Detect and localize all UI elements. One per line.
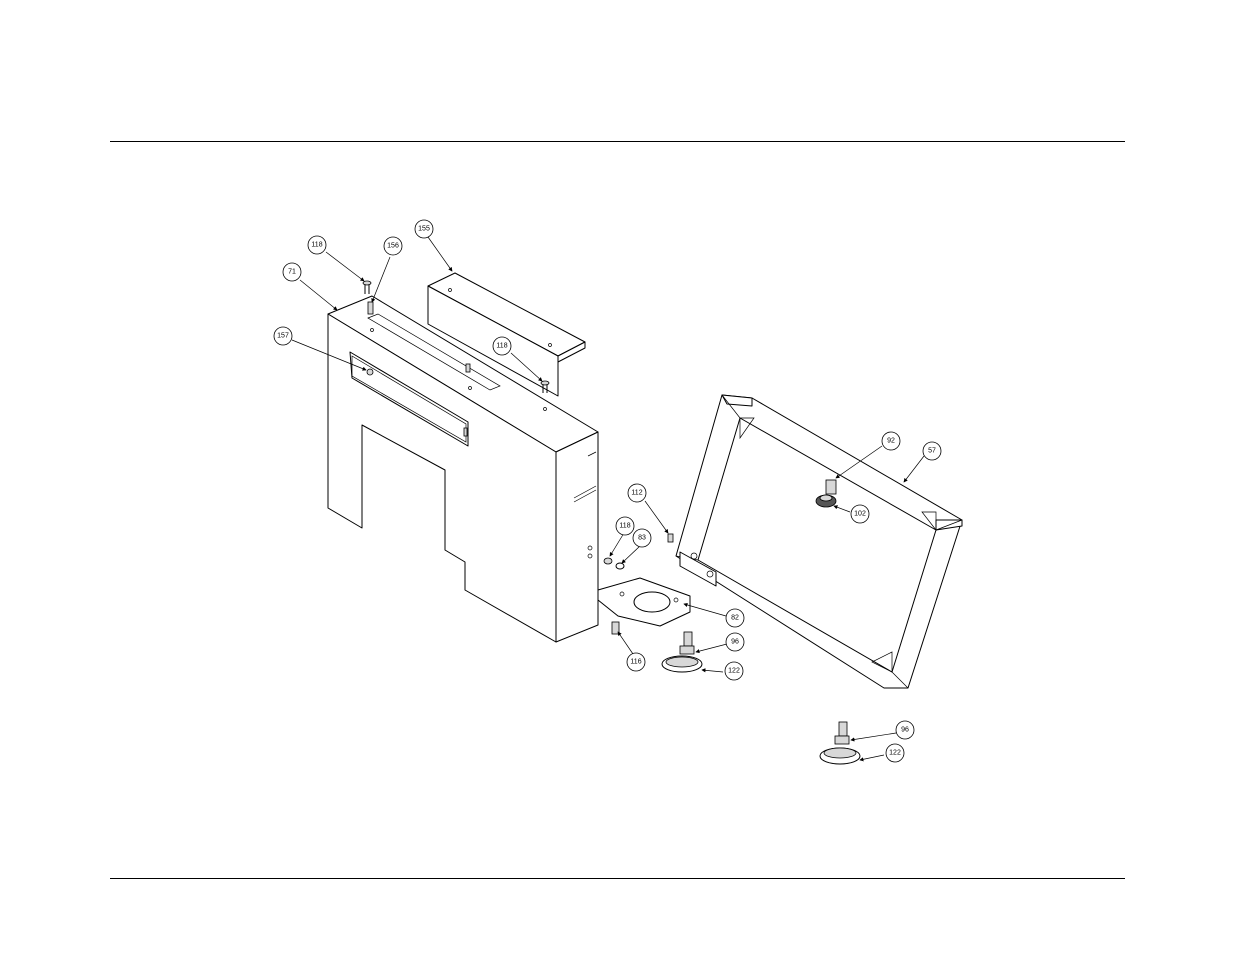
svg-text:122: 122 [728,668,740,675]
leveling-foot-b [819,721,861,765]
fastener-156 [367,301,374,315]
leader-116 [617,631,634,655]
leader-118a [325,251,365,282]
svg-text:57: 57 [928,448,936,455]
callout-92: 92 [881,431,901,451]
leader-118b [510,352,543,382]
callout-96b: 96 [895,720,915,740]
top-rule [110,141,1125,142]
callout-71: 71 [282,262,302,282]
leader-122a [701,668,724,673]
top-bracket [427,272,586,397]
display-frame [675,394,963,689]
svg-text:92: 92 [887,438,895,445]
cabinet-panel [327,295,599,643]
svg-text:116: 116 [630,659,641,666]
svg-text:156: 156 [387,243,399,250]
leader-157 [291,339,367,371]
bottom-rule [110,878,1125,879]
leader-96b [850,732,897,742]
callout-116: 116 [626,652,646,672]
svg-text:122: 122 [889,750,901,757]
leader-96a [695,643,728,654]
leader-71 [299,279,338,311]
washer-83 [615,562,625,570]
leader-118c [609,532,625,557]
leader-92 [835,445,883,479]
callout-122b: 122 [885,743,905,763]
svg-text:102: 102 [854,511,866,518]
leader-155 [427,236,453,272]
leader-82 [683,602,727,617]
callout-122a: 122 [724,661,744,681]
svg-text:82: 82 [731,615,739,622]
callout-157: 157 [273,326,293,346]
svg-text:71: 71 [288,269,296,276]
callout-82: 82 [725,608,745,628]
svg-text:155: 155 [418,226,430,233]
callout-156: 156 [383,236,403,256]
knob-assembly [815,479,837,508]
svg-text:96: 96 [901,727,909,734]
callout-118c: 118 [615,516,635,536]
screw-118-bracket [540,380,550,393]
svg-text:96: 96 [731,639,739,646]
leader-112 [644,500,669,534]
callout-57: 57 [922,441,942,461]
svg-text:118: 118 [311,242,322,249]
callout-118b: 118 [492,336,512,356]
svg-text:83: 83 [638,535,646,542]
leader-122b [859,754,885,762]
leader-156 [371,256,391,303]
leader-57 [903,455,925,483]
screw-118-top [362,280,372,294]
callout-112: 112 [627,483,647,503]
callout-96a: 96 [725,632,745,652]
leveling-foot-a [661,631,703,673]
gasket-plate [597,577,691,627]
leader-102 [833,505,851,513]
callout-118a: 118 [307,235,327,255]
spacer-118-lower [603,557,613,565]
svg-text:118: 118 [619,523,630,530]
callout-83: 83 [632,528,652,548]
leader-83 [621,545,641,564]
svg-text:157: 157 [277,333,289,340]
bolt-116 [611,621,620,635]
callout-102: 102 [850,504,870,524]
svg-text:118: 118 [496,343,507,350]
callout-155: 155 [414,219,434,239]
svg-text:112: 112 [631,490,642,497]
screw-112 [667,533,674,543]
